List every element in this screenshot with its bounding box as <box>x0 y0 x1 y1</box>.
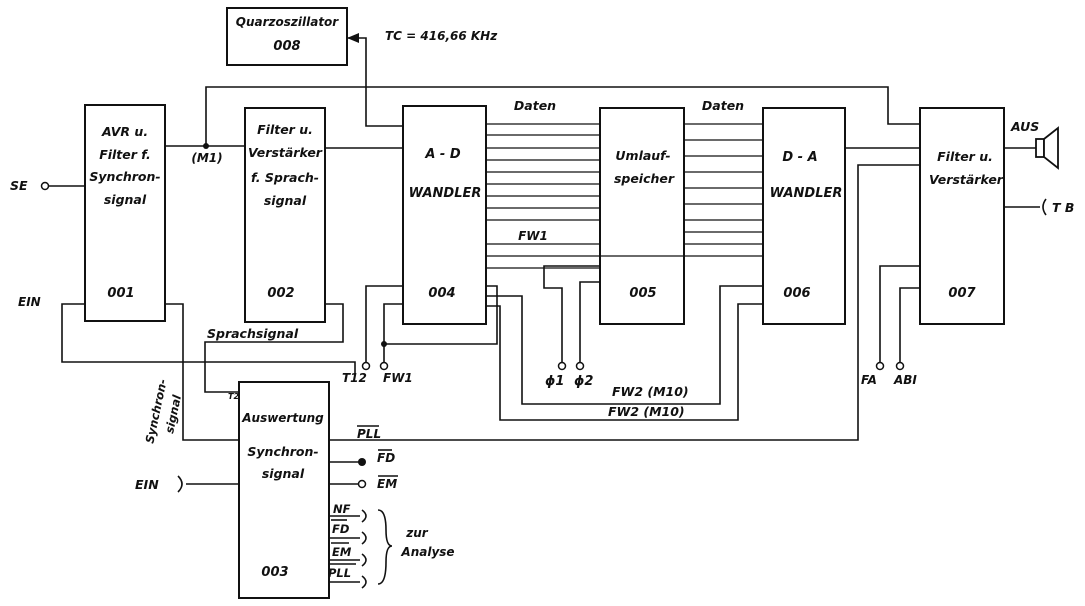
wire-t12 <box>365 285 403 362</box>
b006-number: 006 <box>783 286 810 301</box>
b002-line4: signal <box>264 193 307 208</box>
b005-line2: speicher <box>614 171 675 186</box>
fw2-label-a: FW2 (M10) <box>612 384 689 399</box>
ein-bottom-terminal <box>177 475 183 493</box>
b004-line2: WANDLER <box>409 186 482 201</box>
tc-arrow <box>347 33 359 43</box>
b004-line1: A - D <box>424 147 461 162</box>
speaker-icon <box>1035 126 1059 170</box>
daten-label-2: Daten <box>702 98 744 113</box>
fd-out-label: FD <box>377 451 395 465</box>
fa-terminal <box>875 361 885 371</box>
phi1-label: ϕ1 <box>545 374 564 389</box>
b007-line1: Filter u. <box>937 149 993 164</box>
abi-label: ABI <box>893 373 917 387</box>
wire-synchronsignal <box>165 303 239 441</box>
b004-number: 004 <box>428 286 455 301</box>
wire-sprachsignal <box>204 303 344 393</box>
b007-number: 007 <box>948 286 976 301</box>
m1-label: (M1) <box>191 151 222 165</box>
wire-ein-top <box>61 303 356 373</box>
se-label: SE <box>10 178 28 193</box>
fw2-label-b: FW2 (M10) <box>608 404 685 419</box>
pll-label: PLL <box>328 566 351 580</box>
em-terminal <box>357 479 367 489</box>
sprachsignal-label: Sprachsignal <box>207 326 299 341</box>
wire-abi <box>899 287 920 362</box>
analysis-brace <box>377 509 393 585</box>
daten-label-1: Daten <box>514 98 556 113</box>
block-006 <box>762 107 846 325</box>
block-001 <box>84 104 166 322</box>
wire-phi2 <box>579 281 600 362</box>
b003-line3: signal <box>262 466 305 481</box>
fw1-bus-label: FW1 <box>518 229 548 243</box>
b005-line1: Umlauf- <box>615 148 670 163</box>
b006-line2: WANDLER <box>770 186 843 201</box>
em-label: EM <box>332 545 352 559</box>
wire-tc <box>347 37 403 127</box>
fw1-label: FW1 <box>383 371 413 385</box>
osc-number: 008 <box>273 39 300 54</box>
block-004 <box>402 105 487 325</box>
b001-line4: signal <box>104 192 147 207</box>
ein-top-label: EIN <box>18 295 41 309</box>
tb-terminal <box>1042 198 1047 216</box>
abi-terminal <box>895 361 905 371</box>
wire-fw1-in <box>383 303 403 362</box>
phi2-label: ϕ2 <box>574 374 593 389</box>
aus-label: AUS <box>1010 119 1039 134</box>
b002-line2: Verstärker <box>248 145 323 160</box>
phi2-terminal <box>575 361 585 371</box>
b001-line3: Synchron- <box>89 169 160 184</box>
analysis-lines <box>329 509 367 589</box>
block-002 <box>244 107 326 323</box>
osc-title: Quarzoszillator <box>236 15 340 29</box>
wire-fa <box>879 265 920 362</box>
block-003 <box>238 381 330 599</box>
block-007 <box>919 107 1005 325</box>
b005-number: 005 <box>629 286 656 301</box>
wire-fw2-b <box>486 303 763 421</box>
t12-terminal <box>361 361 371 371</box>
se-terminal <box>40 181 50 191</box>
analyse-label: Analyse <box>400 545 454 559</box>
b002-line3: f. Sprach- <box>251 170 319 185</box>
pll-top-label: PLL <box>357 427 381 441</box>
t12-label: T12 <box>342 371 367 385</box>
b007-line2: Verstärker <box>929 172 1004 187</box>
oscillator-block <box>226 7 348 66</box>
wire-pll <box>329 164 920 441</box>
b003-pin-label: T2 <box>228 392 239 401</box>
em-out-label: EM <box>377 477 397 491</box>
tb-label: T B <box>1052 200 1074 215</box>
wire-phi1 <box>543 265 600 362</box>
b003-number: 003 <box>261 565 288 580</box>
b002-number: 002 <box>267 286 294 301</box>
phi1-terminal <box>557 361 567 371</box>
databus-005-006 <box>684 123 763 245</box>
wire-fw1-loop <box>384 285 498 345</box>
b003-line1: Auswertung <box>241 411 324 425</box>
wire-top-bus <box>205 86 920 146</box>
b002-line1: Filter u. <box>257 122 313 137</box>
b001-line2: Filter f. <box>99 147 151 162</box>
b006-line1: D - A <box>782 150 817 165</box>
zur-label: zur <box>405 526 429 540</box>
fw1-terminal <box>379 361 389 371</box>
wire-fw2-a <box>486 285 763 405</box>
fd-label: FD <box>332 522 350 536</box>
databus-004-005 <box>486 123 600 245</box>
nf-label: NF <box>333 502 351 516</box>
b003-line2: Synchron- <box>247 444 318 459</box>
tc-label: TC = 416,66 KHz <box>385 29 498 43</box>
b001-number: 001 <box>107 286 134 301</box>
fd-terminal <box>358 458 366 466</box>
fa-label: FA <box>861 373 877 387</box>
ein-bottom-label: EIN <box>135 477 159 492</box>
block-005 <box>599 107 685 325</box>
b001-line1: AVR u. <box>101 124 148 139</box>
